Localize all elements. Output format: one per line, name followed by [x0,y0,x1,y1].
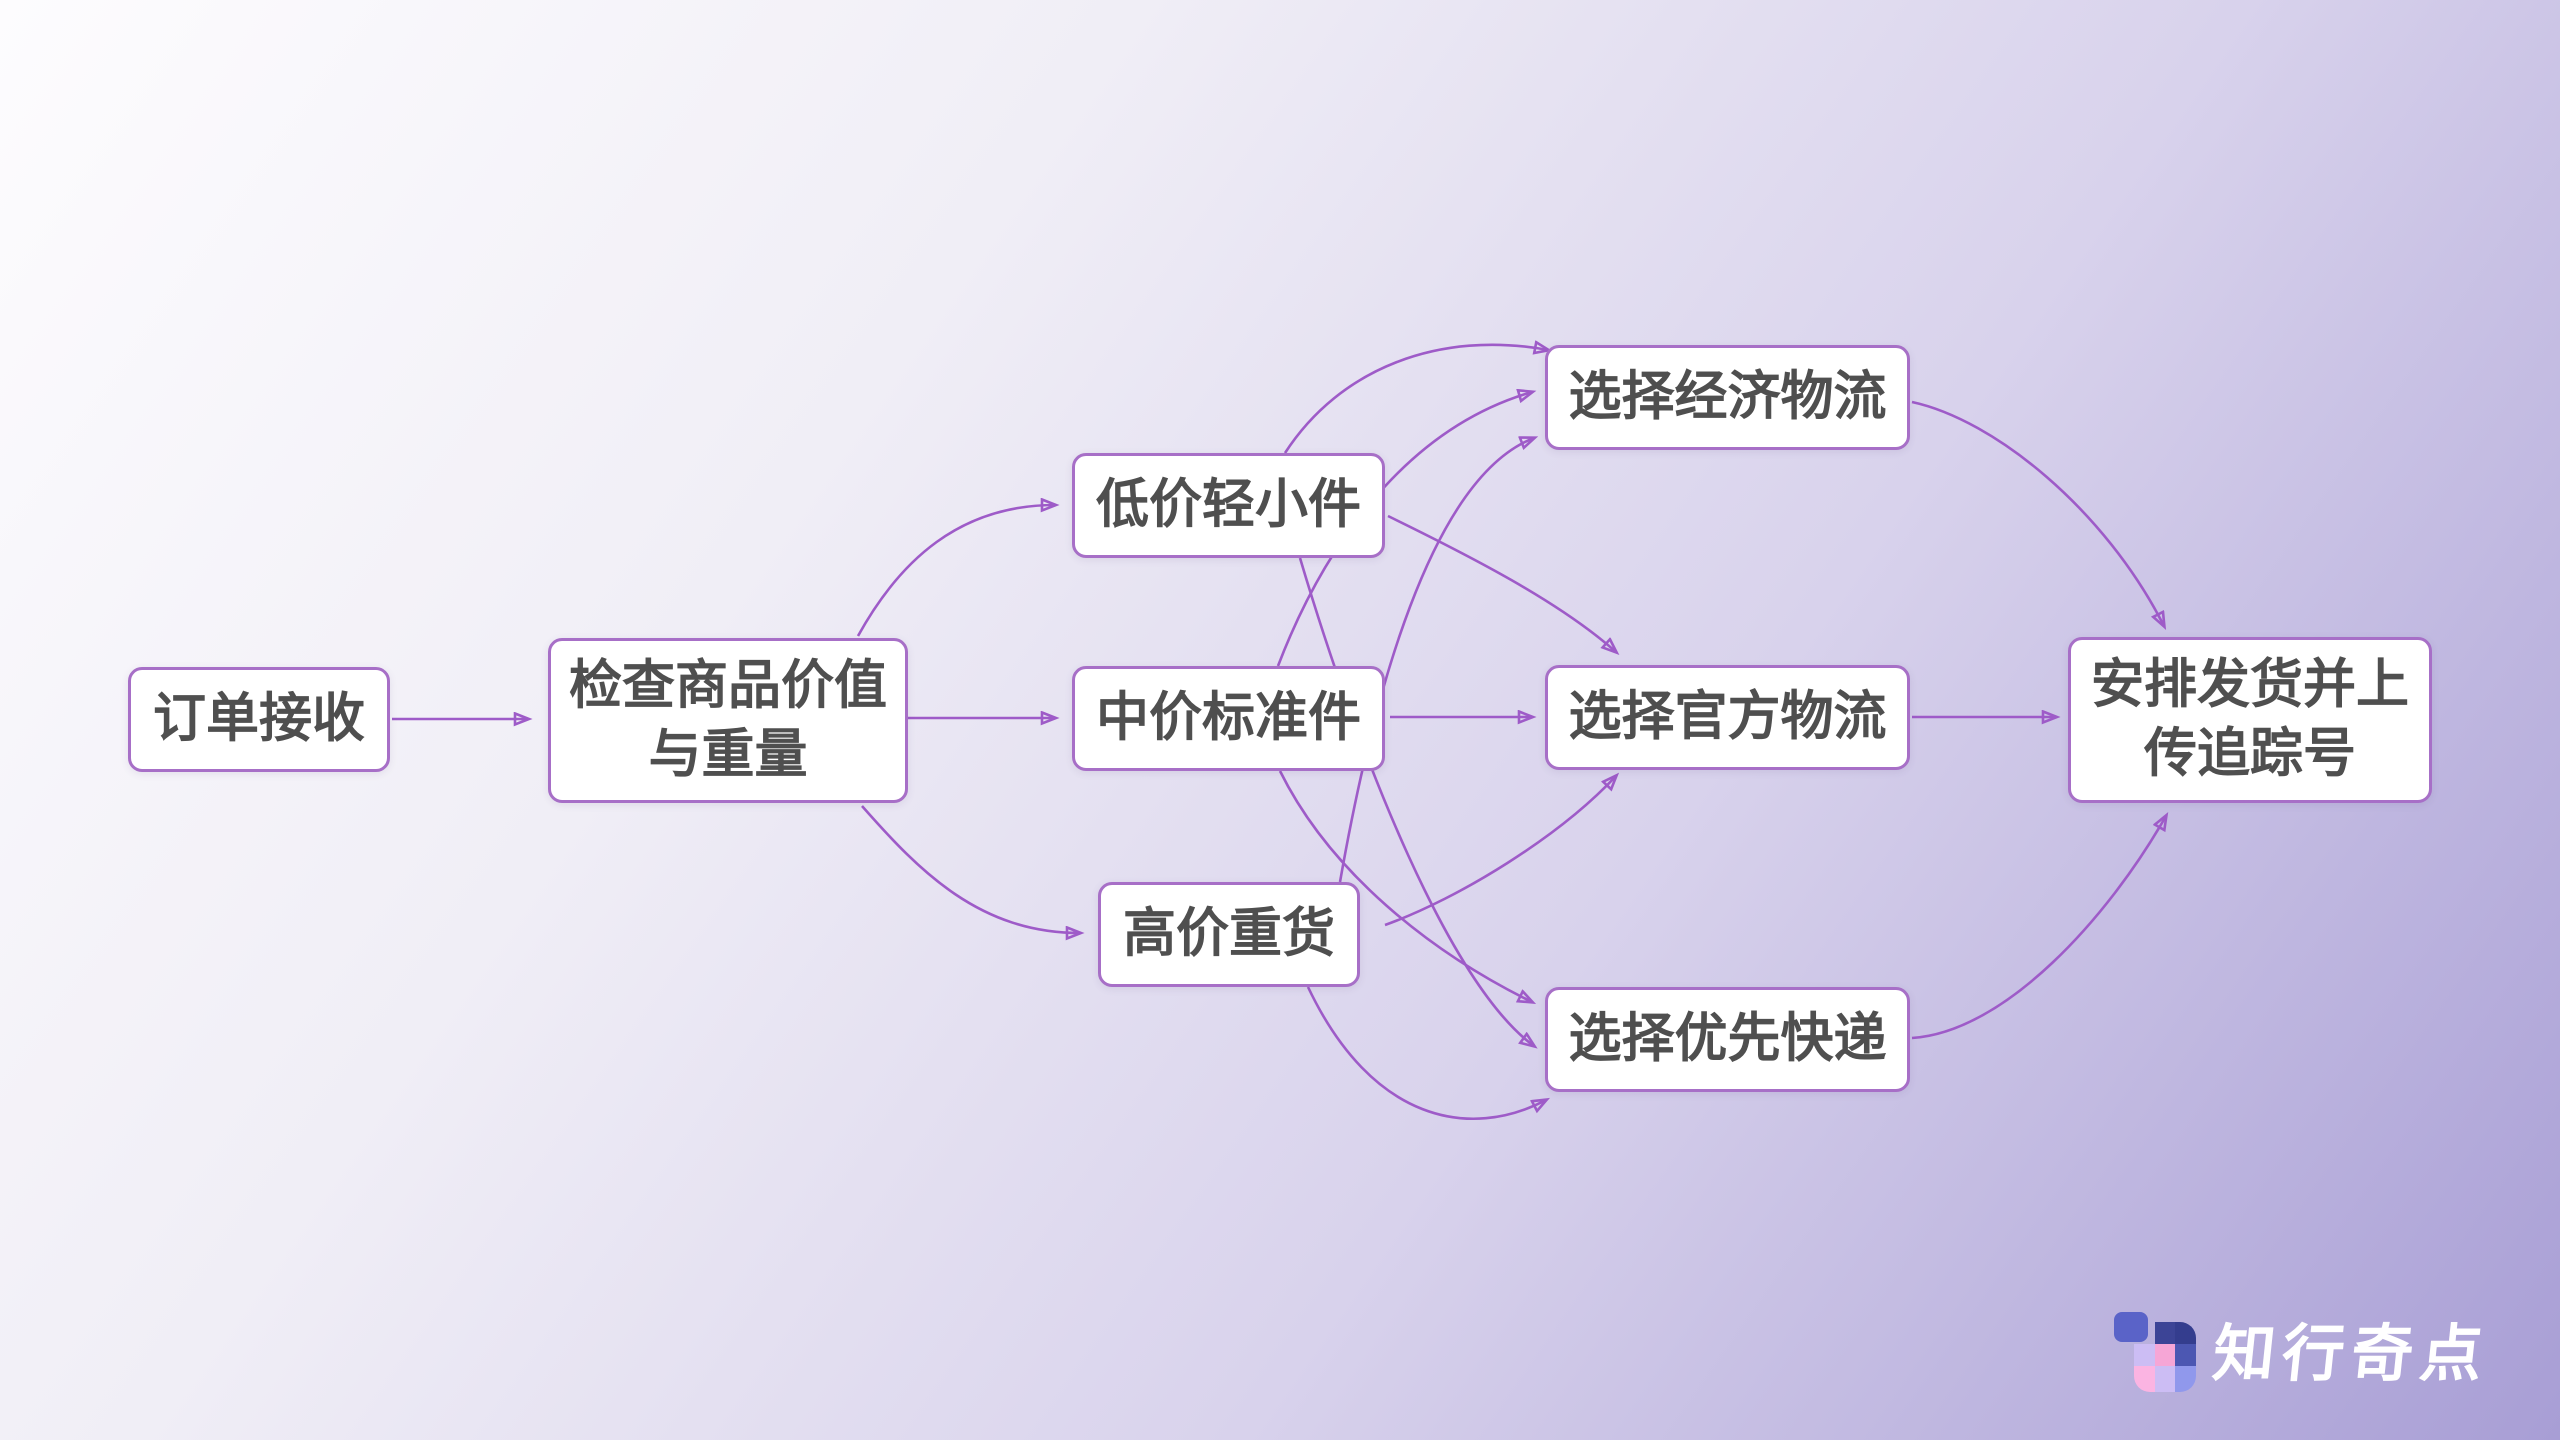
node-label: 选择经济物流 [1568,367,1887,427]
node-label: 中价标准件 [1096,688,1361,748]
brand-logo-icon [2104,1300,2196,1396]
brand-logo-text: 知行奇点 [2209,1320,2493,1389]
node-label: 选择官方物流 [1568,687,1887,747]
node-label: 与重量 [648,724,808,784]
brand-logo: 知行奇点 [2104,1300,2493,1396]
edge-check_value_weight-to-high_price_heavy [861,805,1080,933]
logo-detached-square [2114,1312,2148,1342]
node-choose-priority-express: 选择优先快递 [1545,987,1910,1092]
node-label: 检查商品价值 [569,655,887,715]
edge-check_value_weight-to-low_price_light_small [856,505,1055,637]
node-choose-official-logistics: 选择官方物流 [1545,665,1910,770]
node-choose-economy-logistics: 选择经济物流 [1545,345,1910,450]
edge-mid_price_standard-to-choose_priority_express [1278,770,1532,1002]
edge-low_price_light_small-to-choose_official_logistics [1387,514,1616,652]
node-label: 订单接收 [153,689,365,749]
node-label: 高价重货 [1123,904,1335,964]
node-label: 传追踪号 [2144,724,2356,783]
node-label: 选择优先快递 [1568,1009,1887,1069]
node-low-price-light-small: 低价轻小件 [1072,453,1385,558]
edge-choose_priority_express-to-arrange_ship_upload_tracking [1911,816,2166,1040]
edge-high_price_heavy-to-choose_economy_logistics [1338,438,1534,883]
node-order-receive: 订单接收 [128,667,390,772]
edge-low_price_light_small-to-choose_priority_express [1298,557,1534,1046]
logo-grid-square [2134,1322,2196,1392]
edge-high_price_heavy-to-choose_priority_express [1306,986,1546,1120]
edge-low_price_light_small-to-choose_economy_logistics [1283,345,1548,454]
node-high-price-heavy: 高价重货 [1098,882,1360,987]
node-arrange-ship-upload-tracking: 安排发货并上 传追踪号 [2068,637,2432,803]
node-label: 安排发货并上 [2091,655,2409,715]
edge-choose_economy_logistics-to-arrange_ship_upload_tracking [1911,400,2164,626]
node-check-value-weight: 检查商品价值 与重量 [548,638,908,803]
node-mid-price-standard: 中价标准件 [1072,666,1385,771]
node-label: 低价轻小件 [1096,475,1361,535]
edge-high_price_heavy-to-choose_official_logistics [1384,776,1616,927]
